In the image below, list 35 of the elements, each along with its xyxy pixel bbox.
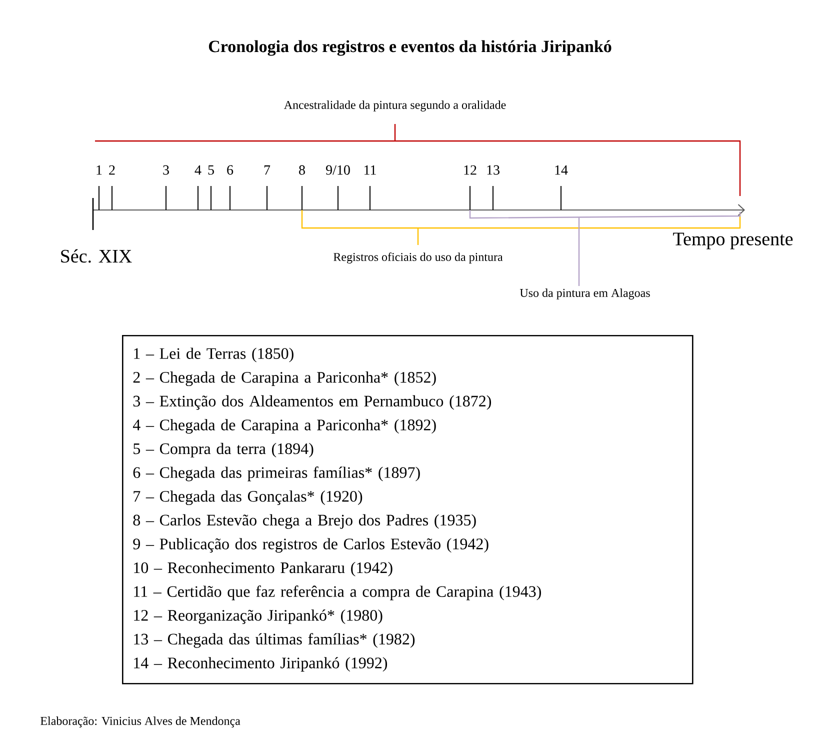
bracket-label: Uso da pintura em Alagoas [520, 288, 650, 300]
list-item: 5 – Compra da terra (1894) [134, 442, 314, 458]
bracket-label: Ancestralidade da pintura segundo a oralidade [284, 100, 506, 112]
tick-label: 9/10 [326, 165, 350, 175]
tick-label: 2 [109, 165, 115, 175]
tick-label: 4 [194, 165, 202, 175]
list-item: 8 – Carlos Estevão chega a Brejo dos Padres (1935) [133, 514, 476, 529]
tick-label: 6 [227, 165, 234, 175]
tick-label: 5 [208, 165, 214, 175]
list-item: 2 – Chegada de Carapina a Pariconha* (1852) [133, 372, 436, 386]
list-item: 4 – Chegada de Carapina a Pariconha* (1892) [132, 419, 436, 434]
tick-label: 3 [163, 165, 169, 175]
list-item: 14 – Reconhecimento Jiripankó (1992) [134, 657, 388, 672]
caption: Elaboração: Vinicius Alves de Mendonça [40, 716, 240, 728]
tick-label: 14 [555, 165, 568, 175]
bracket-label: Registros oficiais do uso da pintura [334, 252, 503, 264]
list-item: 1 – Lei de Terras (1850) [134, 348, 294, 362]
list-item: 11 – Certidão que faz referência a compra de Carapina (1943) [134, 586, 541, 600]
tick-label: 11 [364, 165, 376, 175]
list-item: 12 – Reorganização Jiripankó* (1980) [134, 609, 382, 624]
list-item: 9 – Publicação dos registros de Carlos Estevão (1942) [133, 538, 488, 553]
tick-label: 1 [96, 165, 102, 175]
list-item: 3 – Extinção dos Aldeamentos em Pernambuco (1872) [133, 395, 491, 410]
title: Cronologia dos registros e eventos da história Jiripankó [208, 40, 612, 56]
list-item: 13 – Chegada das últimas famílias* (1982) [134, 633, 415, 648]
list-box [122, 335, 694, 684]
tick-label: 7 [264, 165, 270, 175]
axis-end-label: Tempo presente [673, 232, 793, 250]
list-item: 7 – Chegada das Gonçalas* (1920) [134, 490, 362, 506]
tick-label: 12 [464, 165, 476, 175]
tick-label: 13 [487, 165, 500, 175]
tick-label: 8 [299, 165, 305, 175]
list-item: 6 – Chegada das primeiras famílias* (1897) [133, 466, 420, 482]
axis-start-label: Séc. XIX [61, 249, 132, 263]
list-item: 10 – Reconhecimento Pankararu (1942) [134, 562, 392, 576]
